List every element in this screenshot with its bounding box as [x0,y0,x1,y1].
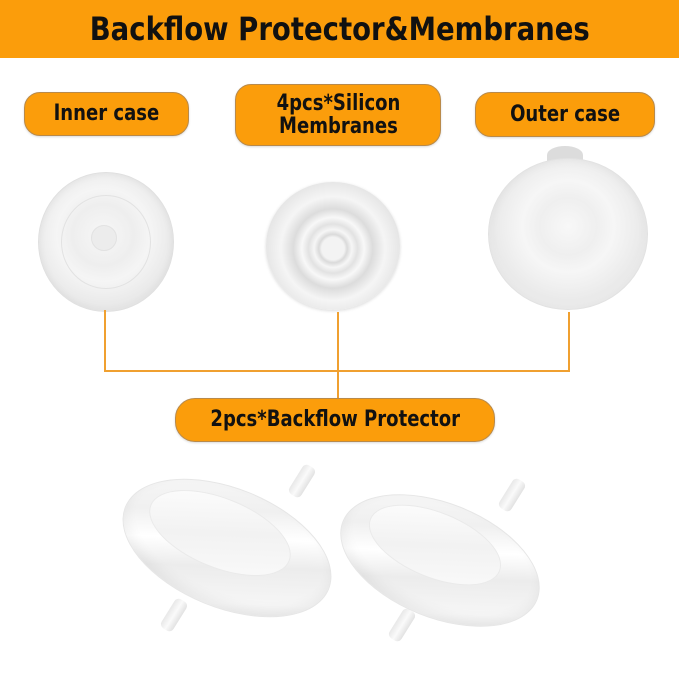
backflow-protector-image-2 [321,467,559,676]
connector-line-horizontal [104,370,570,372]
title-banner: Backflow Protector&Membranes [0,0,679,58]
banner-title: Backflow Protector&Membranes [89,10,590,48]
inner-case-ring [61,195,151,289]
protector-nozzle-top [497,476,527,514]
label-inner-case-text: Inner case [53,101,160,127]
label-inner-case: Inner case [24,92,189,136]
label-membranes-line2: Membranes [278,114,398,139]
connector-line-right [568,312,570,372]
label-backflow-protector: 2pcs*Backflow Protector [175,398,495,442]
label-outer-case-text: Outer case [509,101,621,127]
protector-nozzle-bottom [159,596,189,634]
protector-nozzle-top [287,462,317,500]
silicon-membrane-image [266,182,400,310]
label-backflow-protector-text: 2pcs*Backflow Protector [210,407,460,433]
label-silicon-membranes: 4pcs*Silicon Membranes [235,84,441,146]
outer-case-image [488,158,648,310]
connector-line-center [337,312,339,400]
connector-line-left [104,310,106,372]
label-outer-case: Outer case [475,92,655,137]
inner-case-image [38,172,174,312]
label-membranes-line1: 4pcs*Silicon [276,90,400,116]
protector-nozzle-bottom [387,606,417,644]
backflow-protector-image-1 [102,451,352,668]
inner-case-center [91,225,117,251]
